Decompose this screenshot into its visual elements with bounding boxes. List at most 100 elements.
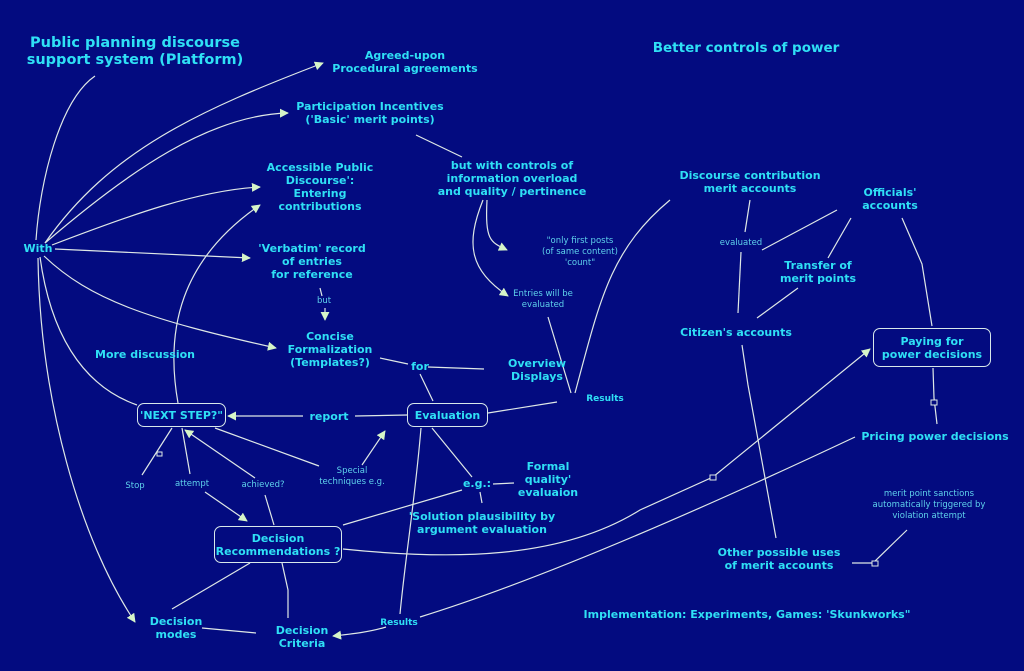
arrow-achieved-nextstep [184,429,256,479]
node-pricing: Pricing power decisions [861,430,1009,443]
junction-square [930,399,938,406]
text-line: merit point sanctions [883,489,975,499]
link-officials-transfer [827,217,852,259]
text-line: 'Solution plausibility by [408,510,556,523]
text-line: (Templates?) [290,356,370,369]
text-line: 'count" [564,258,596,268]
note-only-first: "only first posts(of same content)'count… [542,236,618,269]
node-with: With [23,242,53,255]
text-line: Decision [251,531,305,545]
text-line: argument evaluation [417,523,547,536]
link-paying-pricing [932,367,938,425]
link-with-nextstep [39,256,138,406]
text-line: of merit accounts [724,559,834,572]
label-results-bottom: Results [380,618,418,628]
link-verbatim-but [319,287,323,297]
link-results-pricing [419,436,856,618]
text-line: Overview [508,357,566,370]
link-evaluated-citizens [737,251,742,314]
link-citizens-other [741,344,777,539]
text-line: and quality / pertinence [437,185,587,198]
link-evaluation-results [487,401,558,414]
link-decision-criteria [281,562,289,618]
link-results-discourse [574,199,671,394]
diagram-title: Public planning discourse support system… [27,35,244,69]
junction-square [709,474,717,481]
link-evaluation-eg [431,427,473,478]
link-evaluated-officials [761,209,838,251]
title-line: support system (Platform) [26,52,244,68]
text-line: 'NEXT STEP?" [139,408,223,422]
text-line: contributions [278,200,362,213]
text-line: modes [155,628,197,641]
text-line: Formal [526,460,570,473]
link-decision-achieved [264,494,275,526]
text-line: Other possible uses [717,546,841,559]
node-next-step: 'NEXT STEP?" [137,403,226,427]
label-results-top: Results [586,394,624,404]
label-report: report [309,410,349,423]
label-implementation: Implementation: Experiments, Games: 'Sku… [583,608,911,621]
link-title-with [35,75,96,241]
text-line: (of same content) [542,247,618,257]
text-line: Discourse': [285,174,355,187]
arrow-only-first [485,199,508,251]
link-for-evaluation [419,373,434,402]
text-line: quality' [524,473,572,486]
link-decision-eg [342,489,463,526]
link-entries-results [547,316,572,394]
link-transfer-citizens [756,287,799,319]
text-line: Recommendations ? [215,544,341,558]
text-line: Criteria [278,637,326,650]
label-evaluated: evaluated [719,238,763,248]
text-line: Entries will be [513,289,573,299]
text-line: for reference [271,268,353,281]
text-line: ('Basic' merit points) [305,113,435,126]
arrow-special-evaluation [361,430,386,466]
text-line: but with controls of [450,159,574,172]
text-line: merit accounts [703,182,797,195]
node-evaluation: Evaluation [407,403,488,427]
label-more-discussion: More discussion [94,348,196,361]
junction-square [871,560,879,567]
text-line: Accessible Public [266,161,374,174]
text-line: "only first posts [546,236,614,246]
label-attempt: attempt [174,479,210,489]
text-line: Evaluation [414,408,481,422]
link-concise-for [379,357,409,365]
link-eg-solution [479,491,483,504]
text-line: Entering [293,187,347,200]
text-line: Transfer of [784,259,852,272]
arrow-with-accessible [51,182,261,246]
arrow-entries-evaluated [472,199,509,297]
text-line: evaluaion [517,486,579,499]
link-participation-butwith [415,134,463,158]
text-line: automatically triggered by [872,500,986,510]
text-line: Procedural agreements [332,62,478,75]
arrow-with-concise [43,255,277,351]
link-for-overview [427,366,485,370]
link-discourse-evaluated [744,199,751,233]
text-line: information overload [446,172,578,185]
text-line: techniques e.g. [319,477,385,487]
text-line: 'Verbatim' record [258,242,366,255]
arrow-decision-paying [342,348,871,556]
arrow-with-modes [37,257,136,623]
arrow-with-participation [44,108,289,244]
text-line: power decisions [881,347,983,361]
label-for: for [411,360,429,373]
link-decision-modes [171,562,251,610]
node-officials: Officials'accounts [862,186,918,212]
heading-better-controls: Better controls of power [652,40,840,56]
node-participation: Participation Incentives('Basic' merit p… [296,100,443,126]
